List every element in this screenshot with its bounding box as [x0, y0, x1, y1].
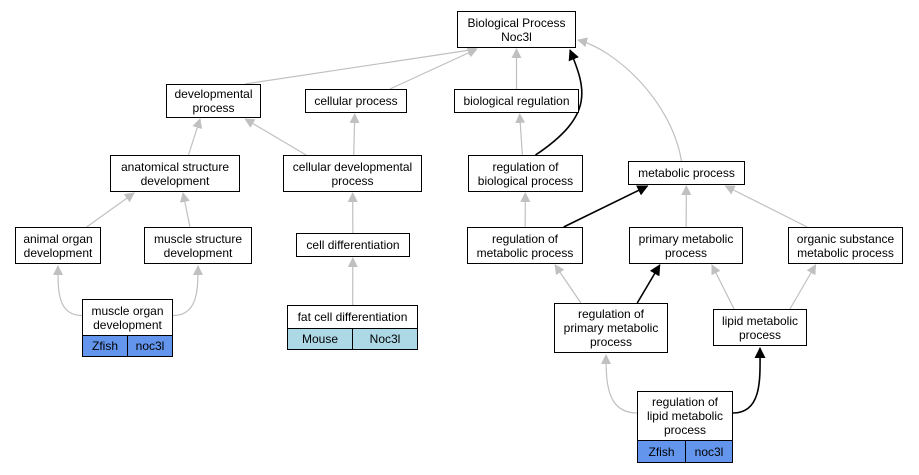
edge-regulation-of-primary-metabolic-process-to-regulation-of-metabolic-process — [554, 264, 582, 304]
species-tag-zfish: Zfish — [82, 335, 128, 357]
gene-tag-noc3l: Noc3l — [352, 328, 418, 350]
edge-cellular-developmental-process-to-cellular-process — [349, 113, 360, 156]
edge-anatomical-structure-development-to-developmental-process — [187, 118, 203, 156]
edge-regulation-of-metabolic-process-to-metabolic-process — [563, 185, 649, 228]
edge-regulation-of-primary-metabolic-process-to-primary-metabolic-process — [636, 264, 661, 304]
node-biological-process[interactable]: Biological Process Noc3l — [457, 11, 576, 48]
node-anatomical-structure-development[interactable]: anatomical structure development — [110, 155, 240, 192]
edge-lipid-metabolic-process-to-organic-substance-metabolic-process — [789, 264, 817, 310]
gene-tag-noc3l: noc3l — [127, 335, 173, 357]
node-cell-differentiation[interactable]: cell differentiation — [296, 233, 410, 257]
edge-developmental-process-to-root — [245, 45, 478, 85]
node-metabolic-process[interactable]: metabolic process — [628, 161, 745, 185]
edge-muscle-organ-development-to-animal-organ-development — [52, 265, 83, 317]
node-animal-organ-development[interactable]: animal organ development — [15, 227, 101, 264]
node-cellular-developmental-process[interactable]: cellular developmental process — [283, 155, 422, 192]
edge-cellular-developmental-process-to-developmental-process — [244, 118, 307, 156]
edge-regulation-of-biological-process-to-root — [535, 49, 583, 156]
gene-tag-noc3l: noc3l — [685, 440, 733, 463]
node-cellular-process[interactable]: cellular process — [305, 89, 407, 113]
node-lipid-metabolic-process[interactable]: lipid metabolic process — [713, 309, 807, 346]
edge-regulation-of-biological-process-to-biological-regulation — [515, 113, 526, 156]
node-organic-substance-metabolic-process[interactable]: organic substance metabolic process — [788, 227, 903, 264]
node-regulation-of-biological-process[interactable]: regulation of biological process — [468, 155, 583, 192]
species-tag-mouse: Mouse — [287, 328, 353, 350]
edge-cellular-process-to-root — [389, 48, 478, 90]
edge-regulation-of-lipid-metabolic-process-to-regulation-of-primary-metabolic-process — [601, 354, 638, 414]
edge-animal-organ-development-to-anatomical-structure-development — [86, 192, 135, 228]
node-biological-regulation[interactable]: biological regulation — [454, 89, 579, 113]
edge-lipid-metabolic-process-to-primary-metabolic-process — [711, 264, 735, 310]
node-regulation-of-primary-metabolic-process[interactable]: regulation of primary metabolic process — [554, 303, 668, 353]
edge-organic-substance-metabolic-process-to-metabolic-process — [724, 185, 808, 228]
edge-muscle-organ-development-to-muscle-structure-development — [172, 265, 203, 317]
species-tag-zfish: Zfish — [637, 440, 686, 463]
node-primary-metabolic-process[interactable]: primary metabolic process — [629, 227, 743, 264]
edge-muscle-structure-development-to-anatomical-structure-development — [179, 192, 191, 228]
node-regulation-of-metabolic-process[interactable]: regulation of metabolic process — [467, 227, 583, 264]
node-muscle-structure-development[interactable]: muscle structure development — [144, 227, 252, 264]
node-fat-cell-differentiation[interactable]: fat cell differentiation — [287, 305, 418, 329]
edge-metabolic-process-to-root — [577, 37, 683, 162]
node-regulation-of-lipid-metabolic-process[interactable]: regulation of lipid metabolic process — [637, 391, 733, 441]
node-muscle-organ-development[interactable]: muscle organ development — [82, 299, 173, 336]
node-developmental-process[interactable]: developmental process — [166, 84, 261, 118]
edge-regulation-of-lipid-metabolic-process-to-lipid-metabolic-process — [732, 347, 766, 414]
